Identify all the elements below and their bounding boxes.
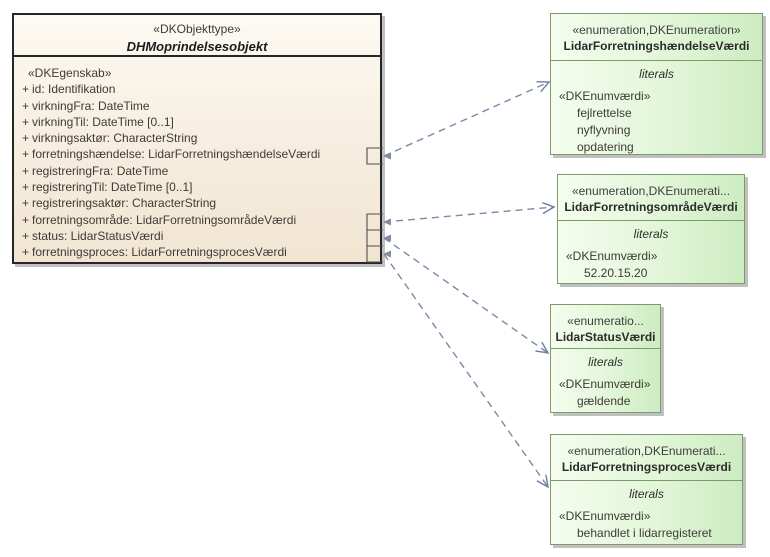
enum-value: behandlet i lidarregisteret: [577, 526, 712, 540]
dependency-arrows: [383, 82, 554, 487]
anchor-arrow: [383, 250, 391, 258]
enum-title: «enumeration,DKEnumeration» LidarForretn…: [551, 14, 762, 61]
attribute-row: +forretningsproces: LidarForretningsproc…: [14, 244, 380, 260]
enum-literals-compartment: literals «DKEnumværdi» gældende: [551, 355, 660, 410]
enum-node-lidarforretningshaendelsevaerdi: «enumeration,DKEnumeration» LidarForretn…: [550, 13, 763, 155]
attribute-row: +forretningsområde: LidarForretningsområ…: [14, 212, 380, 228]
enum-node-lidarstatusvaerdi: «enumeratio... LidarStatusVærdi literals…: [550, 304, 661, 413]
visibility-symbol: +: [22, 163, 30, 178]
anchor-arrow: [383, 152, 391, 160]
attribute-row: +forretningshændelse: LidarForretningshæ…: [14, 146, 380, 162]
class-name: DHMoprindelsesobjekt: [126, 39, 268, 54]
enum-stereotype: «enumeratio...: [567, 314, 644, 328]
dependency-arrow-forretningsproces: [383, 253, 548, 487]
visibility-symbol: +: [22, 82, 30, 97]
dependency-arrow-forretningsomraade: [383, 207, 554, 223]
attribute-row: +registreringsaktør: CharacterString: [14, 195, 380, 211]
visibility-symbol: +: [22, 131, 30, 146]
visibility-symbol: +: [22, 147, 30, 162]
visibility-symbol: +: [22, 212, 30, 227]
enum-literals-compartment: literals «DKEnumværdi» 52.20.15.20: [558, 227, 744, 282]
literals-label: literals: [629, 487, 664, 501]
attribute-text: registreringTil: DateTime [0..1]: [32, 180, 193, 195]
enum-value: opdatering: [577, 140, 634, 154]
literals-label: literals: [633, 227, 669, 241]
enum-value: nyflyvning: [577, 123, 631, 137]
class-node-dhmoprindelsesobjekt: «DKObjekttype» DHMoprindelsesobjekt «DKE…: [12, 13, 382, 264]
enum-value: gældende: [577, 394, 631, 408]
class-header: «DKObjekttype» DHMoprindelsesobjekt: [14, 15, 380, 57]
attribute-row: +virkningFra: DateTime: [14, 98, 380, 114]
attribute-text: virkningFra: DateTime: [32, 98, 150, 113]
enum-stereotype: «enumeration,DKEnumerati...: [567, 444, 726, 458]
attribute-text: registreringsaktør: CharacterString: [32, 196, 217, 211]
enum-node-lidarforretningsomraadevaerdi: «enumeration,DKEnumerati... LidarForretn…: [557, 174, 745, 284]
enum-literals-compartment: literals «DKEnumværdi» fejlrettelse nyfl…: [551, 67, 762, 156]
anchor-arrow: [383, 234, 391, 242]
enum-title: «enumeration,DKEnumerati... LidarForretn…: [558, 175, 744, 221]
enum-value-stereotype: «DKEnumværdi»: [559, 89, 651, 103]
visibility-symbol: +: [22, 180, 30, 195]
enum-value: fejlrettelse: [577, 106, 632, 120]
attribute-text: status: LidarStatusVærdi: [32, 228, 164, 243]
attribute-row: +registreringTil: DateTime [0..1]: [14, 179, 380, 195]
literals-label: literals: [639, 67, 674, 81]
enum-value-stereotype: «DKEnumværdi»: [566, 249, 658, 263]
visibility-symbol: +: [22, 196, 30, 211]
enum-value-stereotype: «DKEnumværdi»: [559, 509, 651, 523]
anchor-arrow: [383, 218, 391, 226]
dependency-arrow-status: [383, 237, 548, 353]
class-stereotype: «DKObjekttype»: [153, 22, 241, 36]
attribute-text: virkningTil: DateTime [0..1]: [32, 114, 174, 129]
enum-node-lidarforretningsprocesvaerdi: «enumeration,DKEnumerati... LidarForretn…: [550, 434, 743, 545]
attribute-text: forretningsproces: LidarForretningsproce…: [32, 245, 287, 260]
attribute-row: +virkningTil: DateTime [0..1]: [14, 114, 380, 130]
attribute-row: +virkningsaktør: CharacterString: [14, 130, 380, 146]
dependency-arrow-forretningshaendelse: [383, 82, 549, 157]
enum-title: «enumeration,DKEnumerati... LidarForretn…: [551, 435, 742, 481]
attribute-row: +id: Identifikation: [14, 81, 380, 97]
attribute-section-label: «DKEgenskab»: [28, 66, 112, 80]
literals-label: literals: [588, 355, 623, 369]
attribute-text: virkningsaktør: CharacterString: [32, 131, 198, 146]
enum-title: «enumeratio... LidarStatusVærdi: [551, 305, 660, 349]
visibility-symbol: +: [22, 114, 30, 129]
visibility-symbol: +: [22, 245, 30, 260]
attribute-text: forretningsområde: LidarForretningsområd…: [32, 212, 297, 227]
enum-name: LidarStatusVærdi: [555, 330, 656, 344]
enum-name: LidarForretningsområdeVærdi: [564, 200, 738, 214]
attribute-text: registreringFra: DateTime: [32, 163, 169, 178]
attribute-text: forretningshændelse: LidarForretningshæn…: [32, 147, 321, 162]
attribute-row: +status: LidarStatusVærdi: [14, 228, 380, 244]
visibility-symbol: +: [22, 228, 30, 243]
enum-name: LidarForretningsprocesVærdi: [561, 460, 732, 474]
enum-name: LidarForretningshændelseVærdi: [563, 39, 750, 53]
feature-link-anchors: [383, 152, 391, 258]
attribute-text: id: Identifikation: [32, 82, 116, 97]
enum-value: 52.20.15.20: [584, 266, 648, 280]
enum-stereotype: «enumeration,DKEnumeration»: [572, 23, 741, 37]
enum-literals-compartment: literals «DKEnumværdi» behandlet i lidar…: [551, 487, 742, 542]
enum-stereotype: «enumeration,DKEnumerati...: [571, 184, 731, 198]
attributes-compartment: «DKEgenskab» +id: Identifikation +virkni…: [14, 57, 380, 261]
visibility-symbol: +: [22, 98, 30, 113]
attribute-row: +registreringFra: DateTime: [14, 163, 380, 179]
enum-value-stereotype: «DKEnumværdi»: [559, 377, 651, 391]
